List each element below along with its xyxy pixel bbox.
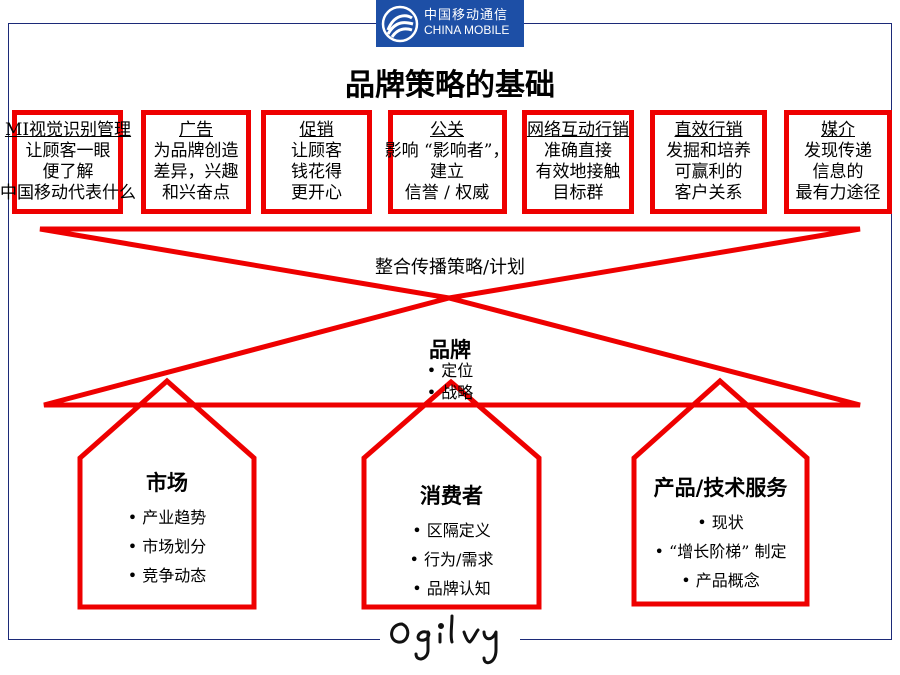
house-item: • 区隔定义: [412, 521, 491, 540]
china-mobile-logo: 中国移动通信 CHINA MOBILE: [376, 0, 524, 47]
brand-item: • 战略: [426, 383, 474, 402]
logo-chinese-text: 中国移动通信: [424, 8, 509, 24]
integration-funnel: [39, 226, 861, 301]
house-market: [77, 377, 257, 610]
house-item: • 品牌认知: [412, 579, 491, 598]
box-line: 更开心: [291, 183, 342, 203]
brand-items: • 定位 • 战略: [400, 360, 500, 404]
house-title: 消费者: [420, 484, 483, 508]
box-heading: MI视觉识别管理: [4, 120, 132, 140]
house-item: • 产品概念: [681, 571, 760, 590]
box-media: 媒介 发现传递 信息的 最有力途径: [784, 120, 892, 204]
box-line: 最有力途径: [795, 183, 881, 203]
box-heading: 促销: [299, 120, 334, 140]
box-frame-mi: [12, 110, 123, 214]
box-line: 信息的: [812, 162, 864, 182]
house-item: • 竞争动态: [127, 566, 207, 585]
house-product-content: 产品/技术服务 • 现状 • “增长阶梯” 制定 • 产品概念: [634, 472, 807, 595]
box-advertising: 广告 为品牌创造 差异，兴趣 和兴奋点: [141, 120, 251, 204]
box-line: 建立: [430, 162, 464, 182]
box-direct: 直效行销 发掘和培养 可赢利的 客户关系: [650, 120, 767, 204]
brand-item: • 定位: [426, 361, 474, 380]
box-frame-media: [784, 110, 892, 214]
box-frame-pr: [388, 110, 507, 214]
box-line: 有效地接触: [535, 162, 621, 182]
house-item: • 产业趋势: [127, 508, 207, 527]
box-line: 发现传递: [804, 141, 872, 161]
box-frame-promotion: [261, 110, 372, 214]
box-line: 和兴奋点: [162, 183, 230, 203]
box-heading: 网络互动行销: [527, 120, 629, 140]
box-line: 为品牌创造: [153, 141, 239, 161]
box-line: 钱花得: [291, 162, 342, 182]
page-title: 品牌策略的基础: [345, 68, 555, 103]
box-line: 发掘和培养: [666, 141, 751, 161]
box-line: 影响 “影响者”，: [384, 141, 510, 161]
house-item: • 现状: [697, 513, 744, 532]
box-heading: 直效行销: [674, 120, 743, 140]
house-title: 产品/技术服务: [653, 476, 788, 500]
box-pr: 公关 影响 “影响者”， 建立 信誉 / 权威: [374, 120, 520, 204]
house-consumer-content: 消费者 • 区隔定义 • 行为/需求 • 品牌认知: [364, 480, 539, 603]
box-frame-direct: [650, 110, 767, 214]
brand-pyramid: [43, 295, 861, 408]
house-consumer: [361, 378, 542, 610]
box-heading: 广告: [179, 120, 213, 140]
box-line: 便了解: [42, 162, 94, 182]
integration-label: 整合传播策略/计划: [374, 257, 526, 278]
ogilvy-signature-logo: [380, 610, 520, 672]
box-line: 让顾客一眼: [25, 141, 111, 161]
box-line: 可赢利的: [674, 162, 743, 182]
house-product: [631, 377, 810, 607]
box-interactive: 网络互动行销 准确直接 有效地接触 目标群: [518, 120, 638, 204]
house-market-content: 市场 • 产业趋势 • 市场划分 • 竞争动态: [80, 467, 254, 590]
china-mobile-emblem-icon: [381, 5, 419, 42]
house-item: • 行为/需求: [409, 550, 494, 569]
logo-english-text: CHINA MOBILE: [424, 23, 510, 38]
box-line: 让顾客: [291, 141, 342, 161]
box-promotion: 促销 让顾客 钱花得 更开心: [261, 120, 372, 204]
box-line: 目标群: [552, 183, 604, 203]
box-line: 中国移动代表什么: [0, 183, 136, 203]
house-item: • 市场划分: [127, 537, 207, 556]
box-line: 准确直接: [544, 141, 612, 161]
box-heading: 公关: [430, 120, 464, 140]
box-mi: MI视觉识别管理 让顾客一眼 便了解 中国移动代表什么: [0, 120, 138, 204]
brand-title: 品牌: [429, 338, 471, 362]
box-line: 客户关系: [674, 183, 743, 203]
box-line: 差异，兴趣: [153, 162, 239, 182]
house-title: 市场: [146, 471, 188, 495]
box-line: 信誉 / 权威: [404, 183, 490, 203]
box-frame-advertising: [141, 110, 251, 214]
box-heading: 媒介: [821, 120, 855, 140]
house-item: • “增长阶梯” 制定: [654, 542, 787, 561]
box-frame-interactive: [522, 110, 634, 214]
